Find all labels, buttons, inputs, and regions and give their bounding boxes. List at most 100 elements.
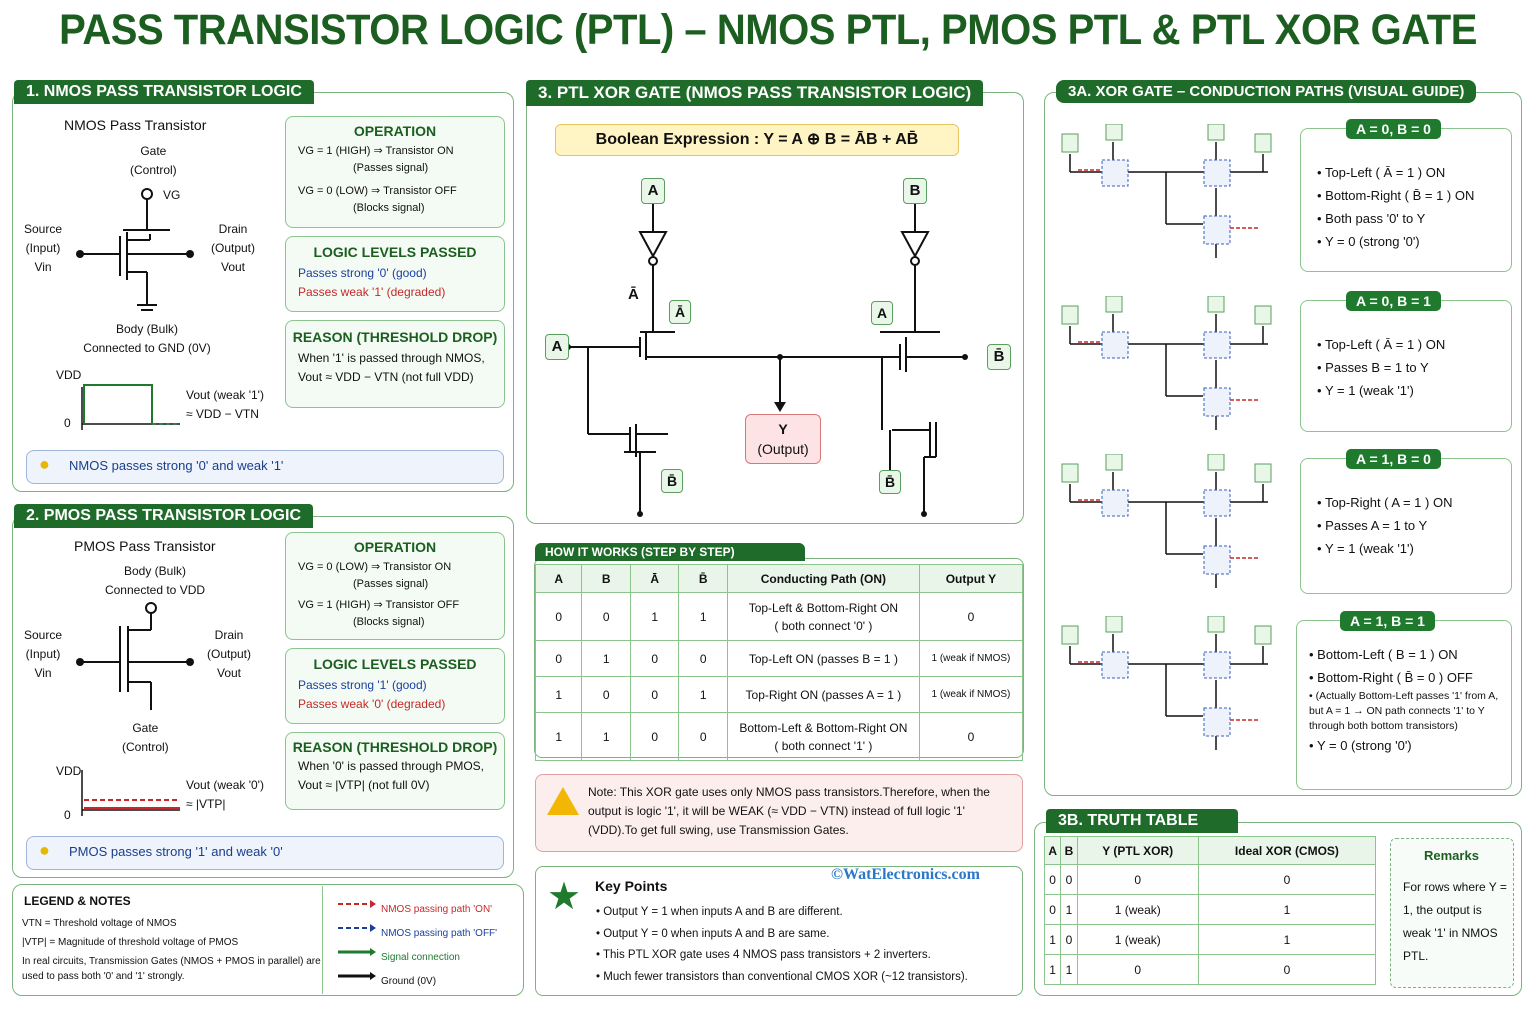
case-item: Y = 0 (strong '0') xyxy=(1317,230,1511,253)
case-item: Top-Left ( Ā = 1 ) ON xyxy=(1317,161,1511,184)
nmos-drain-text: Drain xyxy=(218,222,248,236)
pmos-source-text: Source xyxy=(24,628,63,642)
how-cell: 0 xyxy=(678,640,728,677)
xor-output-text: (Output) xyxy=(757,441,809,457)
note-text: Note: This XOR gate uses only NMOS pass … xyxy=(588,785,990,837)
pmos-op-1b: (Passes signal) xyxy=(353,578,429,590)
how-cell: 1 xyxy=(678,676,728,713)
truth-col-2: Y (PTL XOR) xyxy=(1076,836,1199,865)
page-title: PASS TRANSISTOR LOGIC (PTL) – NMOS PTL, … xyxy=(59,6,1477,54)
truth-cell: 1 xyxy=(1060,954,1078,985)
xor-input-a-top: A xyxy=(641,178,665,204)
how-col-0: A xyxy=(534,564,583,593)
xor-input-a-left: A xyxy=(545,334,569,360)
pmos-body-text: Body (Bulk) xyxy=(123,564,187,578)
nmos-op-2b: (Blocks signal) xyxy=(353,202,425,214)
xor-output-y: Y (Output) xyxy=(745,414,821,464)
case-box-1: Top-Left ( Ā = 1 ) ONPasses B = 1 to YY … xyxy=(1300,300,1512,432)
how-cell: 1 xyxy=(581,712,631,761)
truth-cell: 0 xyxy=(1060,924,1078,955)
conduction-diagram-3 xyxy=(1061,616,1272,750)
legend-heading: LEGEND & NOTES xyxy=(24,894,131,908)
nmos-wave-vdd: VDD xyxy=(56,368,82,382)
boolean-expression: Boolean Expression : Y = A ⊕ B = ĀB + AB… xyxy=(555,124,959,156)
legend-note-3: In real circuits, Transmission Gates (NM… xyxy=(22,956,321,982)
nmos-tip: ●NMOS passes strong '0' and weak '1' xyxy=(26,450,504,484)
pmos-op-2b: (Blocks signal) xyxy=(353,616,425,628)
pmos-wave-l1: Vout (weak '0') xyxy=(186,778,264,792)
legend-item-3: Signal connection xyxy=(381,952,460,963)
pmos-tip-text: PMOS passes strong '1' and weak '0' xyxy=(69,844,283,859)
how-cell: 0 xyxy=(581,592,631,641)
truth-cell: 1 xyxy=(1043,954,1062,985)
xor-input-b-top: B xyxy=(903,178,927,204)
pmos-levels-box: LOGIC LEVELS PASSED Passes strong '1' (g… xyxy=(285,648,505,724)
xor-output-y-label: Y xyxy=(778,421,788,437)
case-item: Bottom-Right ( B̄ = 0 ) OFF xyxy=(1309,666,1511,689)
pmos-source-label: Source(Input)Vin xyxy=(24,626,62,683)
pmos-source-input: (Input) xyxy=(25,647,61,661)
legend-item-2: NMOS passing path 'OFF' xyxy=(381,928,498,939)
xor-a-gate-right: A xyxy=(871,301,893,325)
nmos-vg: VG xyxy=(163,188,181,202)
how-cell: Top-Left & Bottom-Right ON ( both connec… xyxy=(726,592,920,641)
case-item: Both pass '0' to Y xyxy=(1317,207,1511,230)
xor-circuit xyxy=(565,202,968,517)
remarks-text: For rows where Y = 1, the output is weak… xyxy=(1403,880,1507,963)
nmos-source-text: Source xyxy=(24,222,63,236)
how-col-4: Conducting Path (ON) xyxy=(726,564,920,593)
nmos-symbol xyxy=(76,188,194,430)
nmos-re-2: Vout ≈ VDD − VTN (not full VDD) xyxy=(298,370,474,384)
nmos-body-gnd: Connected to GND (0V) xyxy=(83,341,211,355)
legend-divider xyxy=(322,886,323,994)
how-cell: 0 xyxy=(629,640,680,677)
pmos-wave-l2: ≈ |VTP| xyxy=(186,797,226,811)
case-box-2: Top-Right ( A = 1 ) ONPasses A = 1 to YY… xyxy=(1300,458,1512,594)
nmos-ll-2: Passes weak '1' (degraded) xyxy=(298,285,446,299)
case-heading-2: A = 1, B = 0 xyxy=(1346,449,1441,469)
star-icon: ★ xyxy=(547,876,582,918)
nmos-re-1: When '1' is passed through NMOS, xyxy=(298,351,485,365)
truth-cell: 0 xyxy=(1197,954,1377,985)
truth-col-1: B xyxy=(1060,836,1078,865)
how-cell: 1 xyxy=(629,592,680,641)
how-cell: 0 xyxy=(581,676,631,713)
remarks-heading: Remarks xyxy=(1424,848,1479,863)
pmos-ll-1: Passes strong '1' (good) xyxy=(298,678,427,692)
truth-cell: 0 xyxy=(1043,894,1062,925)
keypoint-item: Much fewer transistors than conventional… xyxy=(596,967,968,989)
watermark: ©WatElectronics.com xyxy=(831,866,980,883)
case-heading-1: A = 0, B = 1 xyxy=(1346,291,1441,311)
truth-cell: 0 xyxy=(1197,864,1377,895)
legend-panel xyxy=(12,884,524,996)
truth-cell: 1 xyxy=(1043,924,1062,955)
how-cell: 0 xyxy=(918,592,1024,641)
lightbulb-icon: ● xyxy=(39,454,50,474)
xor-abar-gate: Ā xyxy=(669,300,691,324)
case-item: Y = 1 (weak '1') xyxy=(1317,379,1511,402)
pmos-drain-output: (Output) xyxy=(207,647,252,661)
case-item: Y = 0 (strong '0') xyxy=(1309,734,1511,757)
pmos-ll-2: Passes weak '0' (degraded) xyxy=(298,697,446,711)
how-cell: Bottom-Left & Bottom-Right ON ( both con… xyxy=(726,712,920,761)
how-cell: 0 xyxy=(534,592,583,641)
nmos-gate-text: Gate xyxy=(140,144,167,158)
pmos-op-2: VG = 1 (HIGH) ⇒ Transistor OFF xyxy=(298,599,460,611)
nmos-vout: Vout xyxy=(220,260,246,274)
how-col-2: Ā xyxy=(629,564,680,593)
how-cell: 1 (weak if NMOS) xyxy=(918,676,1024,713)
pmos-op-1: VG = 0 (LOW) ⇒ Transistor ON xyxy=(298,561,452,573)
truth-col-3: Ideal XOR (CMOS) xyxy=(1197,836,1377,865)
truth-cell: 1 xyxy=(1197,894,1377,925)
pmos-gate-text: Gate xyxy=(132,721,159,735)
xor-bbar-gate-right: B̄ xyxy=(879,470,901,494)
warning-icon xyxy=(547,787,579,815)
nmos-wave-zero: 0 xyxy=(64,416,71,430)
legend-note-1: VTN = Threshold voltage of NMOS xyxy=(22,918,177,929)
pmos-wave-vdd: VDD xyxy=(56,764,82,778)
